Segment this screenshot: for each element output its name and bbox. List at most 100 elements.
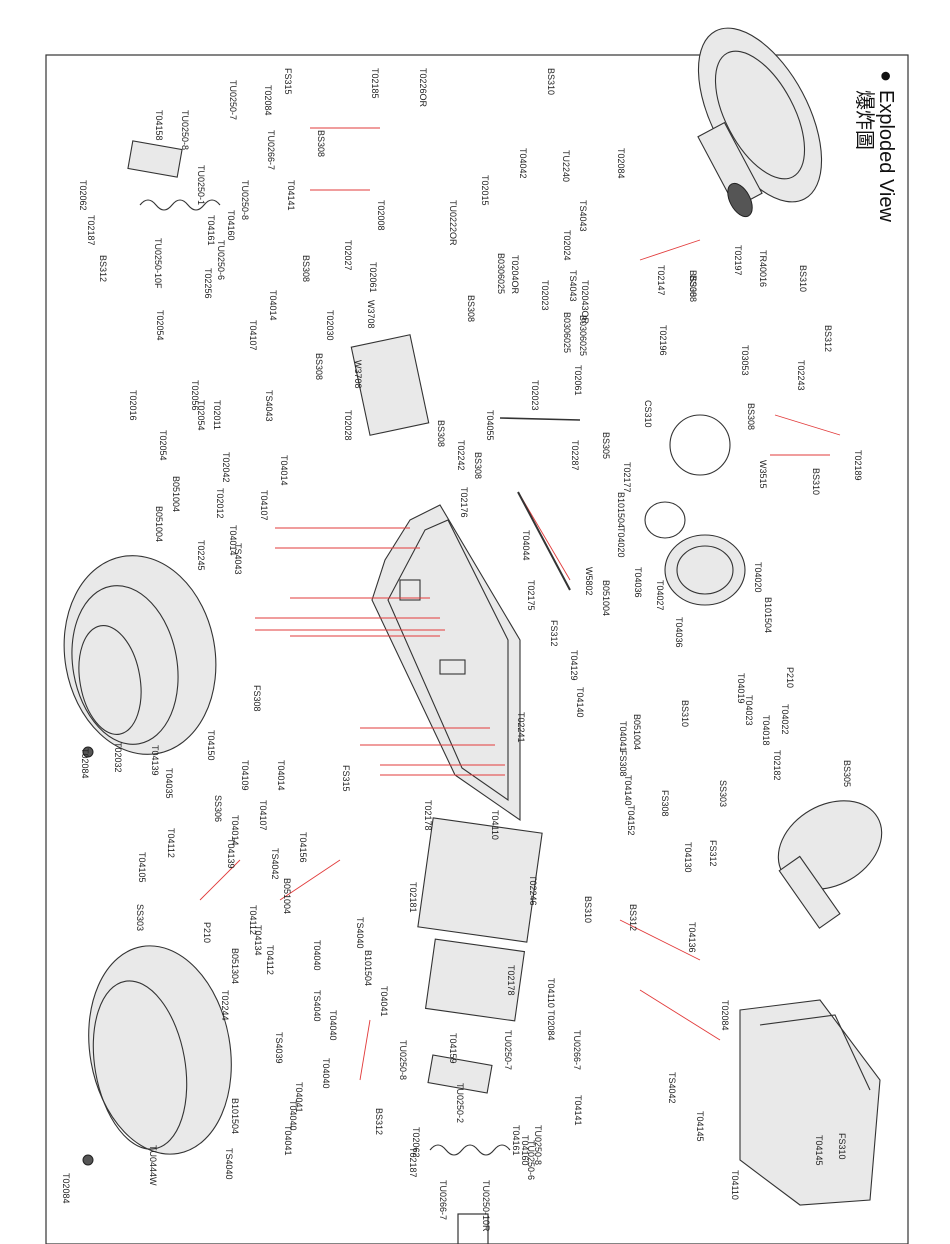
part-label: T04139 bbox=[150, 745, 160, 776]
part-label: T04112 bbox=[166, 828, 176, 858]
page-title: ● Exploded View 爆炸圖 bbox=[853, 70, 897, 223]
part-label: T04107 bbox=[259, 490, 269, 521]
part-label: W5802 bbox=[584, 567, 594, 596]
part-label: TU0250-10R bbox=[481, 1180, 491, 1232]
part-label: T02042 bbox=[221, 452, 231, 483]
part-label: T02062 bbox=[78, 180, 88, 211]
part-label: BS312 bbox=[628, 904, 638, 931]
part-label: T02062 bbox=[411, 1127, 421, 1158]
part-label: B051304 bbox=[230, 948, 240, 984]
part-label: T0204OR bbox=[510, 255, 520, 295]
part-label: T02182 bbox=[772, 750, 782, 781]
part-label: BS308 bbox=[688, 270, 698, 297]
part-label: T02287 bbox=[570, 440, 580, 471]
rear-drive-shaft bbox=[499, 417, 581, 421]
part-label: T04040 bbox=[288, 1100, 298, 1131]
part-label: B051004 bbox=[632, 714, 642, 750]
part-label: T02246 bbox=[528, 875, 538, 906]
page-number-box bbox=[457, 1213, 489, 1244]
part-label: TS4043 bbox=[264, 390, 274, 422]
part-label: BS308 bbox=[316, 130, 326, 157]
part-label: TU0250-8 bbox=[398, 1040, 408, 1080]
part-label: T04161 bbox=[206, 215, 216, 246]
part-label: T04040 bbox=[321, 1058, 331, 1089]
part-label: T04139 bbox=[226, 838, 236, 869]
part-label: TU0266-7 bbox=[266, 130, 276, 170]
part-label: T04107 bbox=[258, 800, 268, 831]
part-label: T02084 bbox=[720, 1000, 730, 1031]
part-label: T04022 bbox=[780, 704, 790, 735]
part-label: TU0444W bbox=[148, 1145, 158, 1186]
page-frame bbox=[45, 54, 909, 1244]
part-label: T04141 bbox=[573, 1095, 583, 1126]
part-label: FS312 bbox=[549, 620, 559, 647]
part-label: B051004 bbox=[601, 580, 611, 616]
part-label: P210 bbox=[785, 667, 795, 688]
part-label: T04158 bbox=[154, 110, 164, 141]
part-label: T04112 bbox=[248, 905, 258, 935]
part-label: TU0266-7 bbox=[438, 1180, 448, 1220]
bottom-left-wheel bbox=[82, 945, 232, 1166]
part-label: T04145 bbox=[814, 1135, 824, 1166]
part-label: T04041 bbox=[618, 721, 628, 752]
part-label: BS310 bbox=[811, 468, 821, 495]
part-label: T02043OR bbox=[580, 280, 590, 325]
part-label: T02178 bbox=[506, 965, 516, 996]
part-label: W3708 bbox=[353, 360, 363, 389]
part-label: T02023 bbox=[530, 380, 540, 411]
part-label: T04141 bbox=[286, 180, 296, 211]
part-label: T04152 bbox=[626, 805, 636, 836]
part-label: T02197 bbox=[733, 245, 743, 276]
main-chassis bbox=[371, 504, 521, 822]
part-label: T02187 bbox=[408, 1147, 418, 1178]
part-label: B0306025 bbox=[562, 312, 572, 353]
part-label: BS310 bbox=[680, 700, 690, 727]
part-label: T02054 bbox=[158, 430, 168, 461]
part-label: BS308 bbox=[301, 255, 311, 282]
drive-shaft bbox=[517, 491, 571, 591]
part-label: T04160 bbox=[520, 1135, 530, 1166]
part-label: T04040 bbox=[328, 1010, 338, 1041]
part-label: TU0222OR bbox=[448, 200, 458, 246]
part-label: BS312 bbox=[374, 1108, 384, 1135]
part-label: FS308 bbox=[252, 685, 262, 712]
part-label: BS308 bbox=[688, 275, 698, 302]
part-label: T04036 bbox=[633, 567, 643, 598]
part-label: T02196 bbox=[658, 325, 668, 356]
rear-left-wheel bbox=[63, 555, 217, 758]
part-label: TU0250-8 bbox=[180, 110, 190, 150]
part-label: T04018 bbox=[761, 715, 771, 746]
part-label: T02027 bbox=[343, 240, 353, 271]
part-label: T04145 bbox=[695, 1111, 705, 1142]
part-label: FS308 bbox=[660, 790, 670, 817]
part-label: T04134 bbox=[253, 925, 263, 956]
part-label: T04019 bbox=[736, 673, 746, 704]
part-label: B051004 bbox=[154, 506, 164, 542]
part-label: TS4043 bbox=[568, 270, 578, 302]
part-label: TS4039 bbox=[274, 1032, 284, 1064]
part-label: TU0250-8 bbox=[533, 1125, 543, 1165]
part-label: TU0250-8 bbox=[240, 180, 250, 220]
part-label: BS308 bbox=[314, 353, 324, 380]
part-label: TU0250-7 bbox=[503, 1030, 513, 1070]
part-label: B051004 bbox=[282, 878, 292, 914]
part-label: T02245 bbox=[196, 540, 206, 571]
part-label: SS306 bbox=[213, 795, 223, 822]
part-label: T04036 bbox=[674, 617, 684, 648]
part-label: SS303 bbox=[718, 780, 728, 807]
part-label: T02084 bbox=[546, 1010, 556, 1041]
part-label: TU0250-10F bbox=[153, 238, 163, 289]
part-label: T03053 bbox=[740, 345, 750, 376]
assembly-guide-lines bbox=[199, 127, 841, 1081]
part-label: T02187 bbox=[86, 215, 96, 246]
part-label: T02084 bbox=[80, 748, 90, 779]
part-label: T04035 bbox=[164, 768, 174, 799]
part-label: B051004 bbox=[171, 476, 181, 512]
part-label: T04159 bbox=[448, 1033, 458, 1064]
part-label: T04110 bbox=[546, 978, 556, 1008]
part-label: T02084 bbox=[61, 1173, 71, 1204]
part-label: T04020 bbox=[753, 562, 763, 593]
part-label: TS4043 bbox=[578, 200, 588, 232]
